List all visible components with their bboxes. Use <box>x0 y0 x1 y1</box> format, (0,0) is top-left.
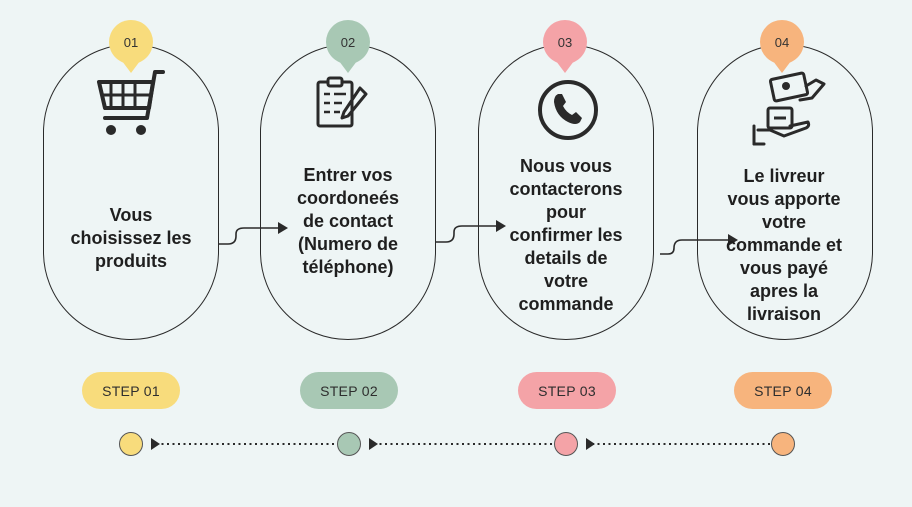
phone-icon <box>538 80 598 140</box>
timeline-dot-3 <box>554 432 578 456</box>
step-4-number-badge: 04 <box>760 20 804 64</box>
step-3-description: Nous vous contacterons pour confirmer le… <box>509 156 623 314</box>
step-1-number-badge: 01 <box>109 20 153 64</box>
timeline-dot-4 <box>771 432 795 456</box>
step-2-label: STEP 02 <box>300 372 398 409</box>
arrowhead-1 <box>278 222 288 234</box>
step-2-number-badge: 02 <box>326 20 370 64</box>
clipboard-form-icon <box>316 76 368 128</box>
timeline-arrow-2 <box>369 438 378 450</box>
step-3-label: STEP 03 <box>518 372 616 409</box>
timeline-arrow-1 <box>151 438 160 450</box>
step-1-description: Vous choisissez les produits <box>70 205 192 271</box>
arrowhead-2 <box>496 220 506 232</box>
connector-arrow-3 <box>660 239 728 255</box>
connector-arrow-2 <box>436 225 496 243</box>
payment-delivery-icon <box>752 71 826 146</box>
step-2-description: Entrer vos coordoneés de contact (Numero… <box>296 165 400 277</box>
timeline-dot-1 <box>119 432 143 456</box>
step-4-description: Le livreur vous apporte votre commande e… <box>725 166 843 324</box>
step-4-label: STEP 04 <box>734 372 832 409</box>
shopping-cart-icon <box>97 70 165 135</box>
timeline-dot-2 <box>337 432 361 456</box>
timeline-arrow-3 <box>586 438 595 450</box>
step-1-label: STEP 01 <box>82 372 180 409</box>
connector-arrow-1 <box>218 227 278 245</box>
arrowhead-3 <box>728 234 738 246</box>
step-3-number-badge: 03 <box>543 20 587 64</box>
